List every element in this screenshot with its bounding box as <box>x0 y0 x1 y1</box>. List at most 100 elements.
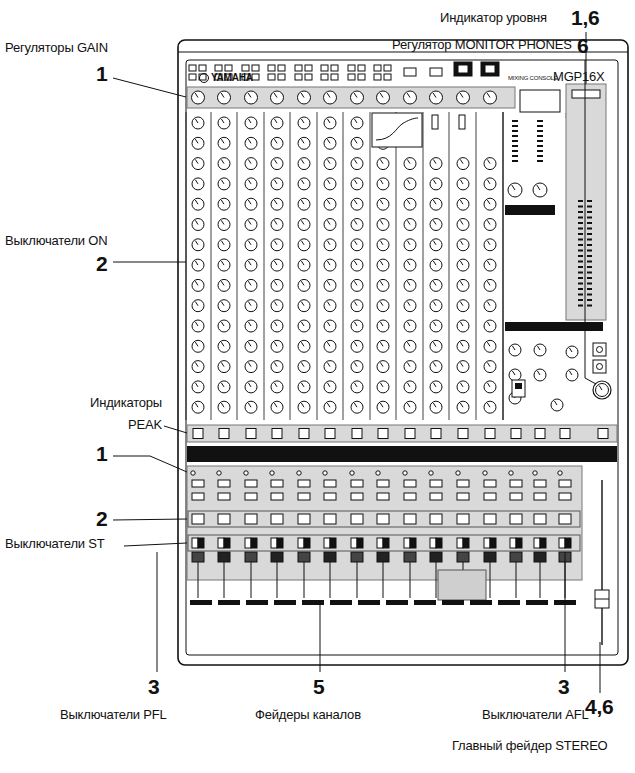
switch <box>559 493 571 500</box>
knob-pointer <box>248 220 251 224</box>
knob <box>324 401 336 413</box>
knob <box>192 137 204 149</box>
trim-bar <box>442 600 464 605</box>
peak-dot <box>376 471 380 475</box>
meter-led <box>578 305 583 307</box>
meter-led <box>578 283 583 285</box>
knob-pointer <box>221 281 224 285</box>
knob-pointer <box>248 93 251 98</box>
knob <box>404 91 417 104</box>
knob-pointer <box>380 220 383 224</box>
callout-number: 4,6 <box>585 695 614 719</box>
knob-pointer <box>407 322 410 326</box>
meter-led <box>587 294 592 296</box>
knob <box>192 178 204 190</box>
switch <box>534 493 546 500</box>
knob <box>484 300 496 312</box>
strip-divider <box>186 112 187 420</box>
meter-led <box>587 200 592 202</box>
trim-bar <box>274 600 296 605</box>
knob-pointer <box>301 322 304 326</box>
housing <box>178 40 628 665</box>
knob <box>218 361 230 373</box>
knob-pointer <box>599 385 602 390</box>
knob-pointer <box>327 281 330 285</box>
input-jack <box>458 65 468 73</box>
knob-pointer <box>354 119 357 123</box>
knob <box>430 381 442 393</box>
knob-pointer <box>380 261 383 265</box>
strip-divider <box>503 112 504 420</box>
fader-cap <box>271 552 283 562</box>
meter-led <box>587 217 592 219</box>
knob-pointer <box>380 403 383 407</box>
meter-led <box>578 299 583 301</box>
knob-pointer <box>301 220 304 224</box>
trim-bar <box>526 600 548 605</box>
input-jack <box>225 65 232 71</box>
input-jack <box>485 65 495 73</box>
knob <box>324 320 336 332</box>
knob-pointer <box>195 342 198 346</box>
knob-pointer <box>407 302 410 306</box>
knob <box>324 137 336 149</box>
meter-led <box>587 239 592 241</box>
knob <box>351 198 363 210</box>
knob-pointer <box>433 220 436 224</box>
callout-label: Выключатели PFL <box>60 708 167 723</box>
knob <box>298 239 310 251</box>
knob-pointer <box>327 342 330 346</box>
knob-pointer <box>221 342 224 346</box>
callout-label: Индикатор уровня <box>440 11 547 26</box>
knob <box>271 381 283 393</box>
meter-led <box>587 211 592 213</box>
st-switch <box>436 538 442 548</box>
meter-led <box>578 244 583 246</box>
input-jack <box>454 62 472 76</box>
knob-pointer <box>460 241 463 245</box>
st-switch <box>357 538 363 548</box>
switch <box>432 115 438 129</box>
knob <box>430 178 442 190</box>
knob <box>271 340 283 352</box>
knob <box>377 178 389 190</box>
knob-pointer <box>460 342 463 346</box>
st-switch <box>516 538 522 548</box>
knob-pointer <box>460 322 463 326</box>
knob <box>377 279 389 291</box>
knob <box>484 401 496 413</box>
master-slot <box>601 480 602 645</box>
knob <box>534 369 546 381</box>
peak-dot <box>483 471 487 475</box>
knob <box>218 381 230 393</box>
meter-led <box>578 272 583 274</box>
peak-dot <box>456 471 460 475</box>
meter-led <box>578 250 583 252</box>
knob-pointer <box>195 220 198 224</box>
switch <box>324 493 336 500</box>
pfl-switch <box>457 538 463 548</box>
on-switch <box>404 514 416 524</box>
peak-led <box>325 429 335 439</box>
st-switch <box>540 538 546 548</box>
led <box>512 120 518 122</box>
knob-pointer <box>433 180 436 184</box>
st-switch <box>490 538 496 548</box>
knob-pointer <box>301 261 304 265</box>
knob-pointer <box>327 302 330 306</box>
st-switch <box>463 538 469 548</box>
knob-pointer <box>195 119 198 123</box>
knob-pointer <box>380 383 383 387</box>
knob <box>404 198 416 210</box>
peak-dot <box>429 471 433 475</box>
knob <box>377 340 389 352</box>
led <box>537 150 543 152</box>
leader-lines <box>113 32 600 693</box>
knob <box>351 259 363 271</box>
on-row-outline <box>188 511 580 527</box>
meter-led <box>587 206 592 208</box>
input-jack <box>199 74 206 80</box>
small-switch <box>593 343 606 356</box>
on-switch <box>271 514 283 524</box>
pfl-switch <box>484 538 490 548</box>
